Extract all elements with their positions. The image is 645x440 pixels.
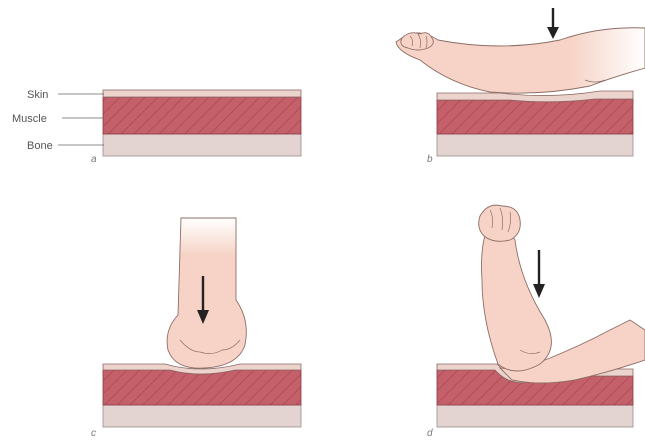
bone-layer <box>437 134 633 156</box>
panel-b: b <box>396 8 645 165</box>
bone-label: Bone <box>27 140 53 152</box>
panel-a: Skin Muscle Bone a <box>12 89 301 165</box>
panel-letter-c: c <box>91 428 96 439</box>
bone-layer <box>103 405 301 427</box>
muscle-layer <box>103 97 301 134</box>
forearm <box>396 28 645 93</box>
muscle-layer <box>103 370 301 405</box>
panel-d: d <box>427 205 645 439</box>
muscle-layer <box>437 99 633 134</box>
panel-c: c <box>91 218 301 439</box>
forearm <box>482 229 552 371</box>
fist-detail <box>401 33 433 50</box>
bone-layer <box>437 405 633 427</box>
panel-letter-d: d <box>427 428 433 439</box>
bone-layer <box>103 134 301 156</box>
skin-layer <box>103 90 301 97</box>
pressure-arrow-head <box>533 284 545 298</box>
muscle-label: Muscle <box>12 113 47 125</box>
skin-label: Skin <box>27 89 48 101</box>
pressure-arrow-head <box>547 27 559 39</box>
panel-letter-a: a <box>91 154 97 165</box>
panel-letter-b: b <box>427 154 433 165</box>
fist <box>479 205 521 241</box>
